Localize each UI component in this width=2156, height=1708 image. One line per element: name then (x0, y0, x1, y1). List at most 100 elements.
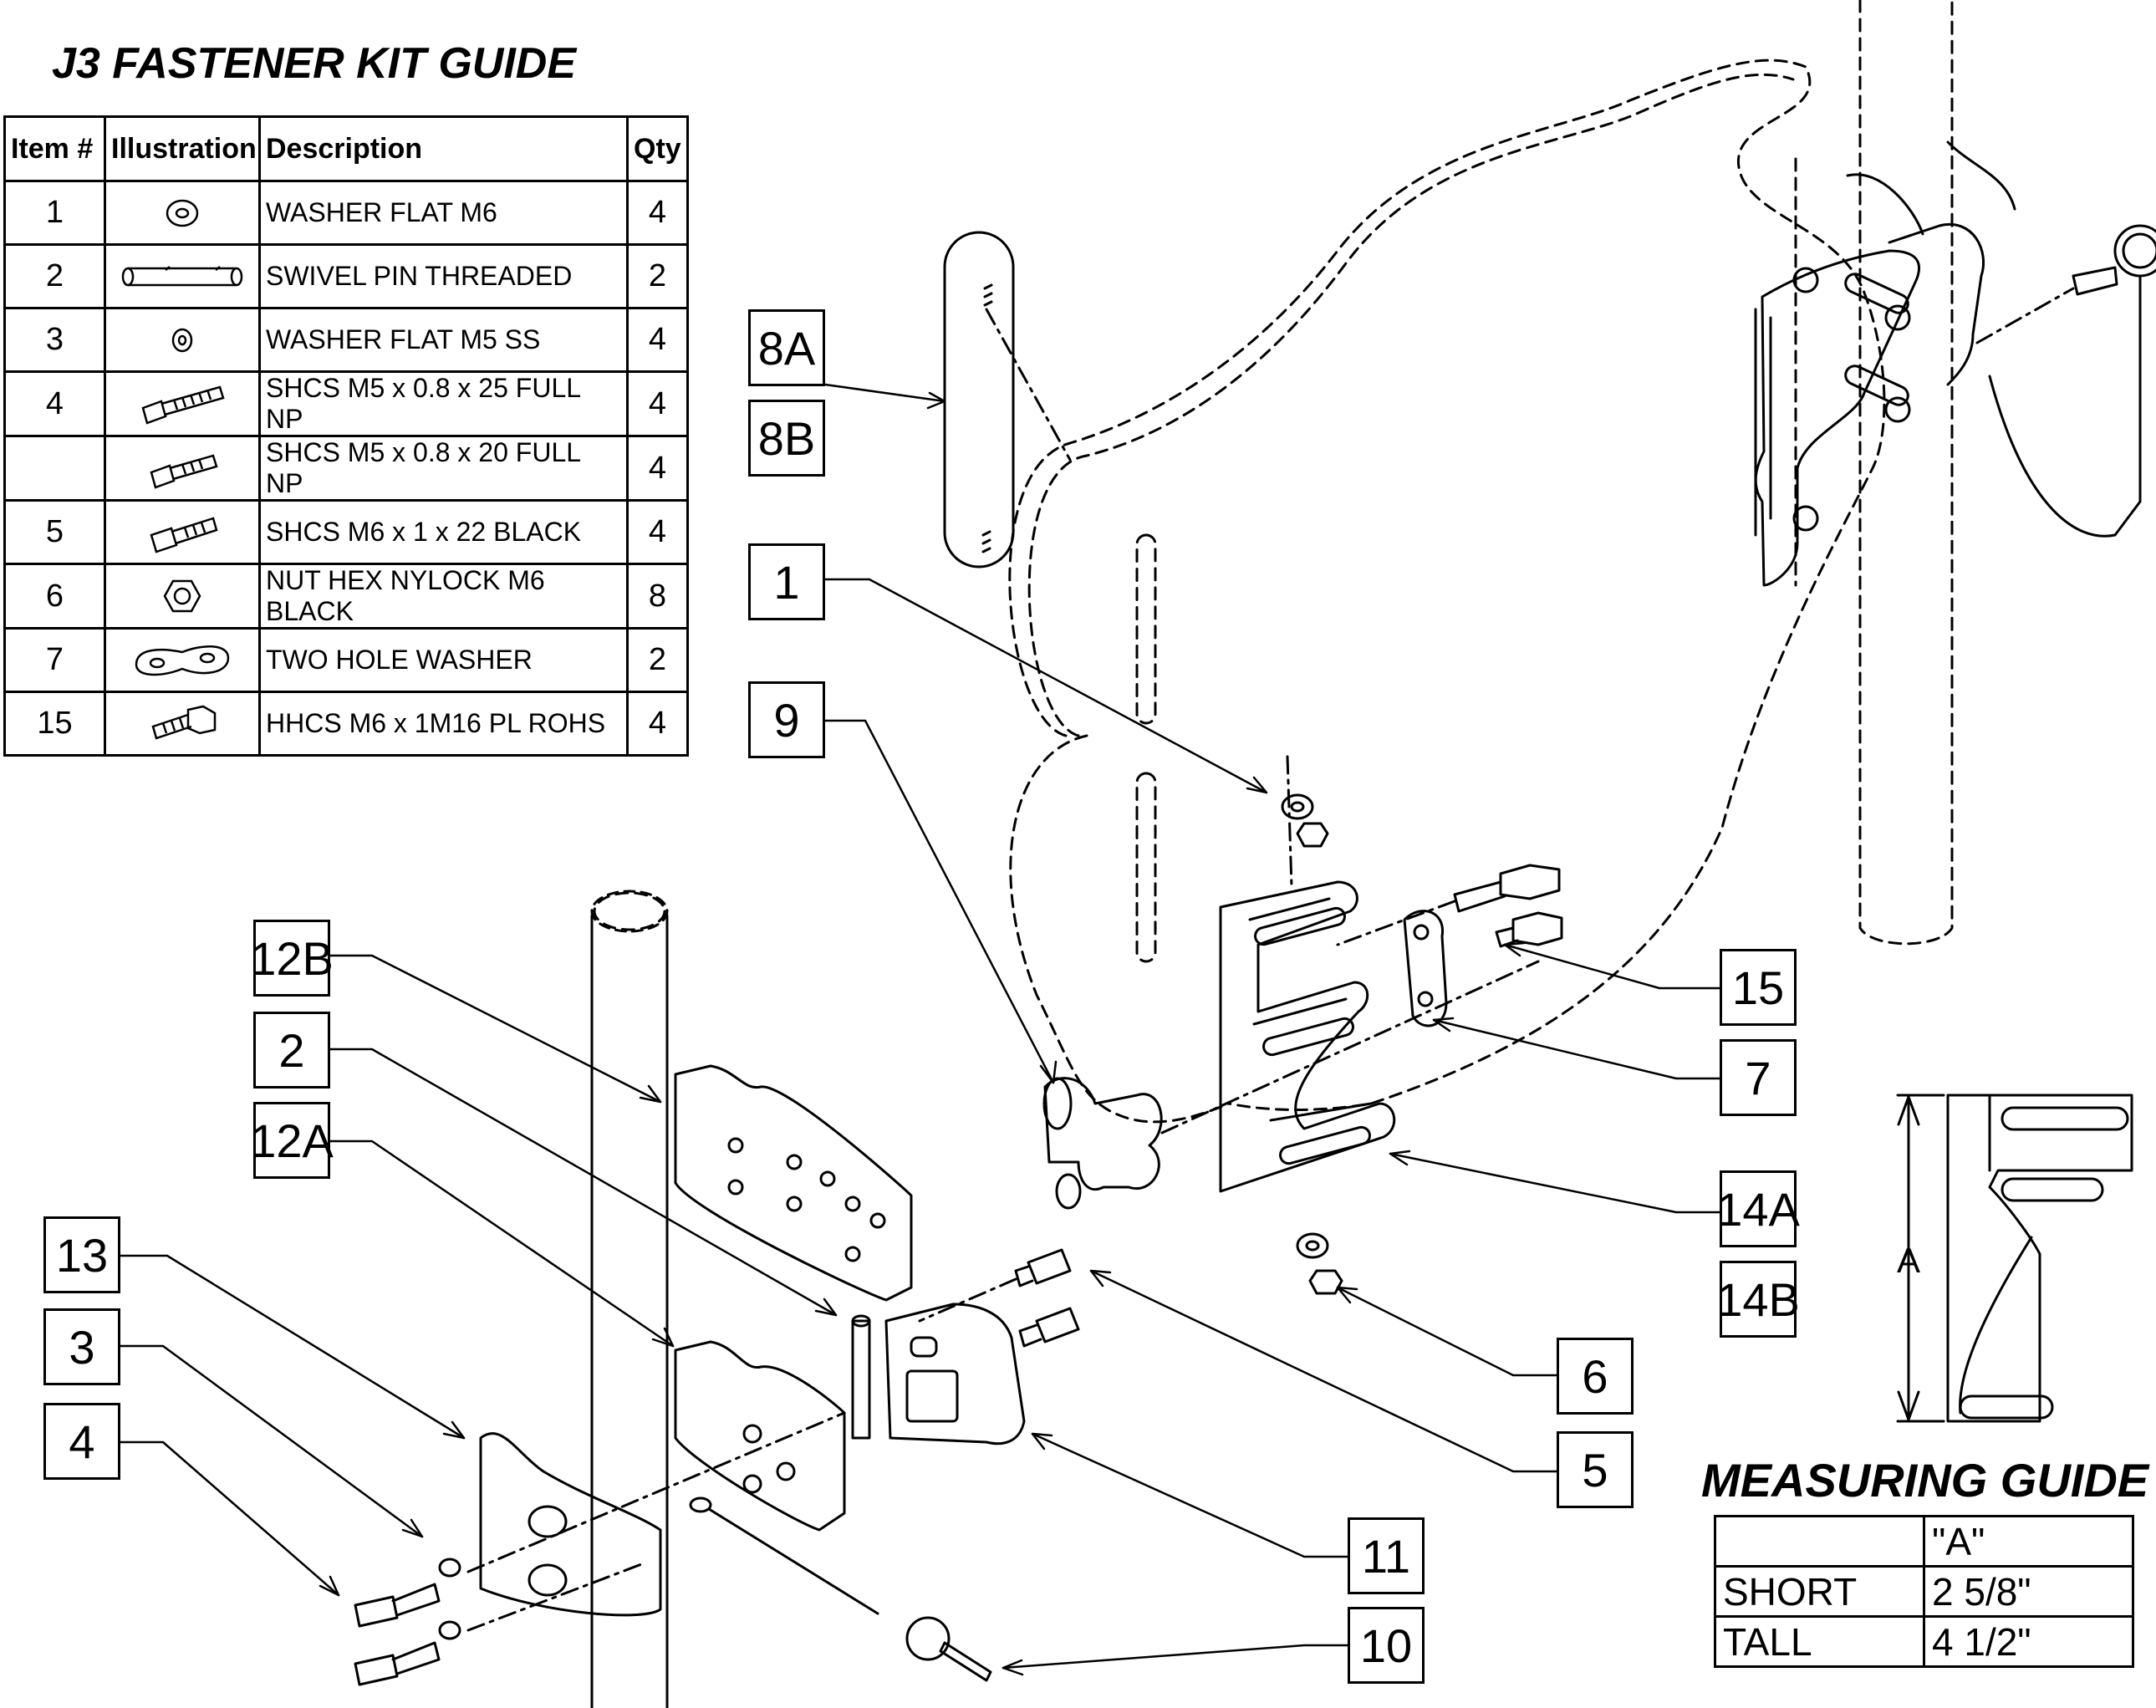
mounted-assembly-upper-right (1754, 140, 2156, 587)
item-qty: 2 (626, 243, 689, 309)
item-qty: 4 (626, 691, 689, 757)
socket-screw-icon (104, 499, 261, 565)
size-label: TALL (1714, 1615, 1925, 1668)
callout-13: 13 (43, 1216, 120, 1293)
plate-8a (943, 231, 1072, 568)
part-13 (479, 1432, 662, 1617)
measuring-header-row: "A" (1714, 1515, 2134, 1568)
callout-12b: 12B (250, 920, 334, 997)
two-hole-washer-part (1403, 910, 1448, 1027)
swivel-pin-part (851, 1314, 871, 1440)
table-header-row: Item # Illustration Description Qty (3, 115, 689, 182)
item-number: 4 (3, 370, 106, 437)
table-row: TALL 4 1/2" (1714, 1615, 2134, 1668)
clamp-block-11 (884, 1303, 1026, 1445)
header-description: Description (258, 115, 629, 182)
table-row: 2 SWIVEL PIN THREADED 2 (3, 243, 689, 309)
small-washer-icon (104, 307, 261, 373)
callout-14a: 14A (1716, 1170, 1800, 1247)
item-description: SHCS M5 x 0.8 x 20 FULL NP (258, 435, 629, 502)
table-row: 5 SHCS M6 x 1 x 22 BLACK 4 (3, 499, 689, 565)
header-item: Item # (3, 115, 106, 182)
item-description: SHCS M5 x 0.8 x 25 FULL NP (258, 370, 629, 437)
fastener-kit-table: Item # Illustration Description Qty 1 WA… (3, 115, 689, 757)
measuring-header-a: "A" (1923, 1515, 2134, 1568)
callout-5: 5 (1557, 1431, 1634, 1508)
socket-screw-icon (104, 370, 261, 437)
callout-6: 6 (1557, 1338, 1634, 1415)
size-value: 4 1/2" (1923, 1615, 2134, 1668)
item-number: 5 (3, 499, 106, 565)
item-number (3, 435, 106, 502)
item-description: WASHER FLAT M5 SS (258, 307, 629, 373)
plate-12b (674, 1064, 913, 1302)
left-post (590, 890, 669, 1708)
dimension-label-a: A (1897, 1241, 1920, 1280)
flat-washer-icon (104, 180, 261, 246)
hex-bolt-icon (104, 691, 261, 757)
table-row: 15 HHCS M6 x 1M16 PL ROHS 4 (3, 691, 689, 757)
callout-8a: 8A (748, 309, 825, 386)
item-description: SHCS M6 x 1 x 22 BLACK (258, 499, 629, 565)
frame-outline (593, 0, 1954, 1124)
washer-nut-upper (1281, 755, 1329, 888)
callout-4: 4 (43, 1403, 120, 1480)
callout-8b: 8B (748, 400, 825, 477)
swivel-knob-9 (1042, 960, 1540, 1210)
bracket-14a (1219, 880, 1396, 1193)
item-number: 7 (3, 627, 106, 693)
two-hole-washer-icon (104, 627, 261, 693)
size-value: 2 5/8" (1923, 1565, 2134, 1618)
size-label: SHORT (1714, 1565, 1925, 1618)
callout-11: 11 (1348, 1517, 1425, 1594)
swivel-pin-icon (104, 243, 261, 309)
measuring-guide-bracket (1896, 1094, 2133, 1423)
item-description: HHCS M6 x 1M16 PL ROHS (258, 691, 629, 757)
table-row: SHORT 2 5/8" (1714, 1565, 2134, 1618)
header-qty: Qty (626, 115, 689, 182)
table-row: 6 NUT HEX NYLOCK M6 BLACK 8 (3, 563, 689, 630)
callout-3: 3 (43, 1308, 120, 1385)
callout-2: 2 (253, 1012, 330, 1089)
item-number: 3 (3, 307, 106, 373)
item-description: WASHER FLAT M6 (258, 180, 629, 246)
hex-nut-icon (104, 563, 261, 630)
measuring-header-blank (1714, 1515, 1925, 1568)
table-row: 1 WASHER FLAT M6 4 (3, 180, 689, 246)
callout-9: 9 (748, 681, 825, 758)
table-row: 7 TWO HOLE WASHER 2 (3, 627, 689, 693)
item-qty: 8 (626, 563, 689, 630)
item-qty: 2 (626, 627, 689, 693)
item-description: TWO HOLE WASHER (258, 627, 629, 693)
socket-screw-icon (104, 435, 261, 502)
item-qty: 4 (626, 435, 689, 502)
item-number: 1 (3, 180, 106, 246)
socket-screws-5 (918, 1248, 1080, 1348)
plate-12a (674, 1340, 846, 1532)
item-qty: 4 (626, 180, 689, 246)
table-row: SHCS M5 x 0.8 x 20 FULL NP 4 (3, 435, 689, 502)
callout-14b: 14B (1716, 1261, 1800, 1338)
item-qty: 4 (626, 370, 689, 437)
item-description: NUT HEX NYLOCK M6 BLACK (258, 563, 629, 630)
item-number: 2 (3, 243, 106, 309)
leader-lines (117, 383, 1721, 1676)
measuring-guide-table: "A" SHORT 2 5/8" TALL 4 1/2" (1714, 1515, 2134, 1668)
screws-and-washers-lower (354, 1411, 846, 1686)
lanyard-pin-10 (689, 1496, 992, 1682)
item-number: 15 (3, 691, 106, 757)
table-row: 4 SHCS M5 x 0.8 x 25 FULL NP 4 (3, 370, 689, 437)
item-description: SWIVEL PIN THREADED (258, 243, 629, 309)
hex-bolts-15 (1336, 864, 1563, 948)
measuring-guide-title: MEASURING GUIDE (1701, 1454, 2149, 1507)
item-number: 6 (3, 563, 106, 630)
page-title: J3 FASTENER KIT GUIDE (52, 39, 576, 88)
callout-15: 15 (1720, 949, 1797, 1026)
header-illustration: Illustration (104, 115, 261, 182)
item-qty: 4 (626, 499, 689, 565)
callout-12a: 12A (250, 1102, 334, 1179)
table-row: 3 WASHER FLAT M5 SS 4 (3, 307, 689, 373)
item-qty: 4 (626, 307, 689, 373)
callout-10: 10 (1348, 1607, 1425, 1684)
